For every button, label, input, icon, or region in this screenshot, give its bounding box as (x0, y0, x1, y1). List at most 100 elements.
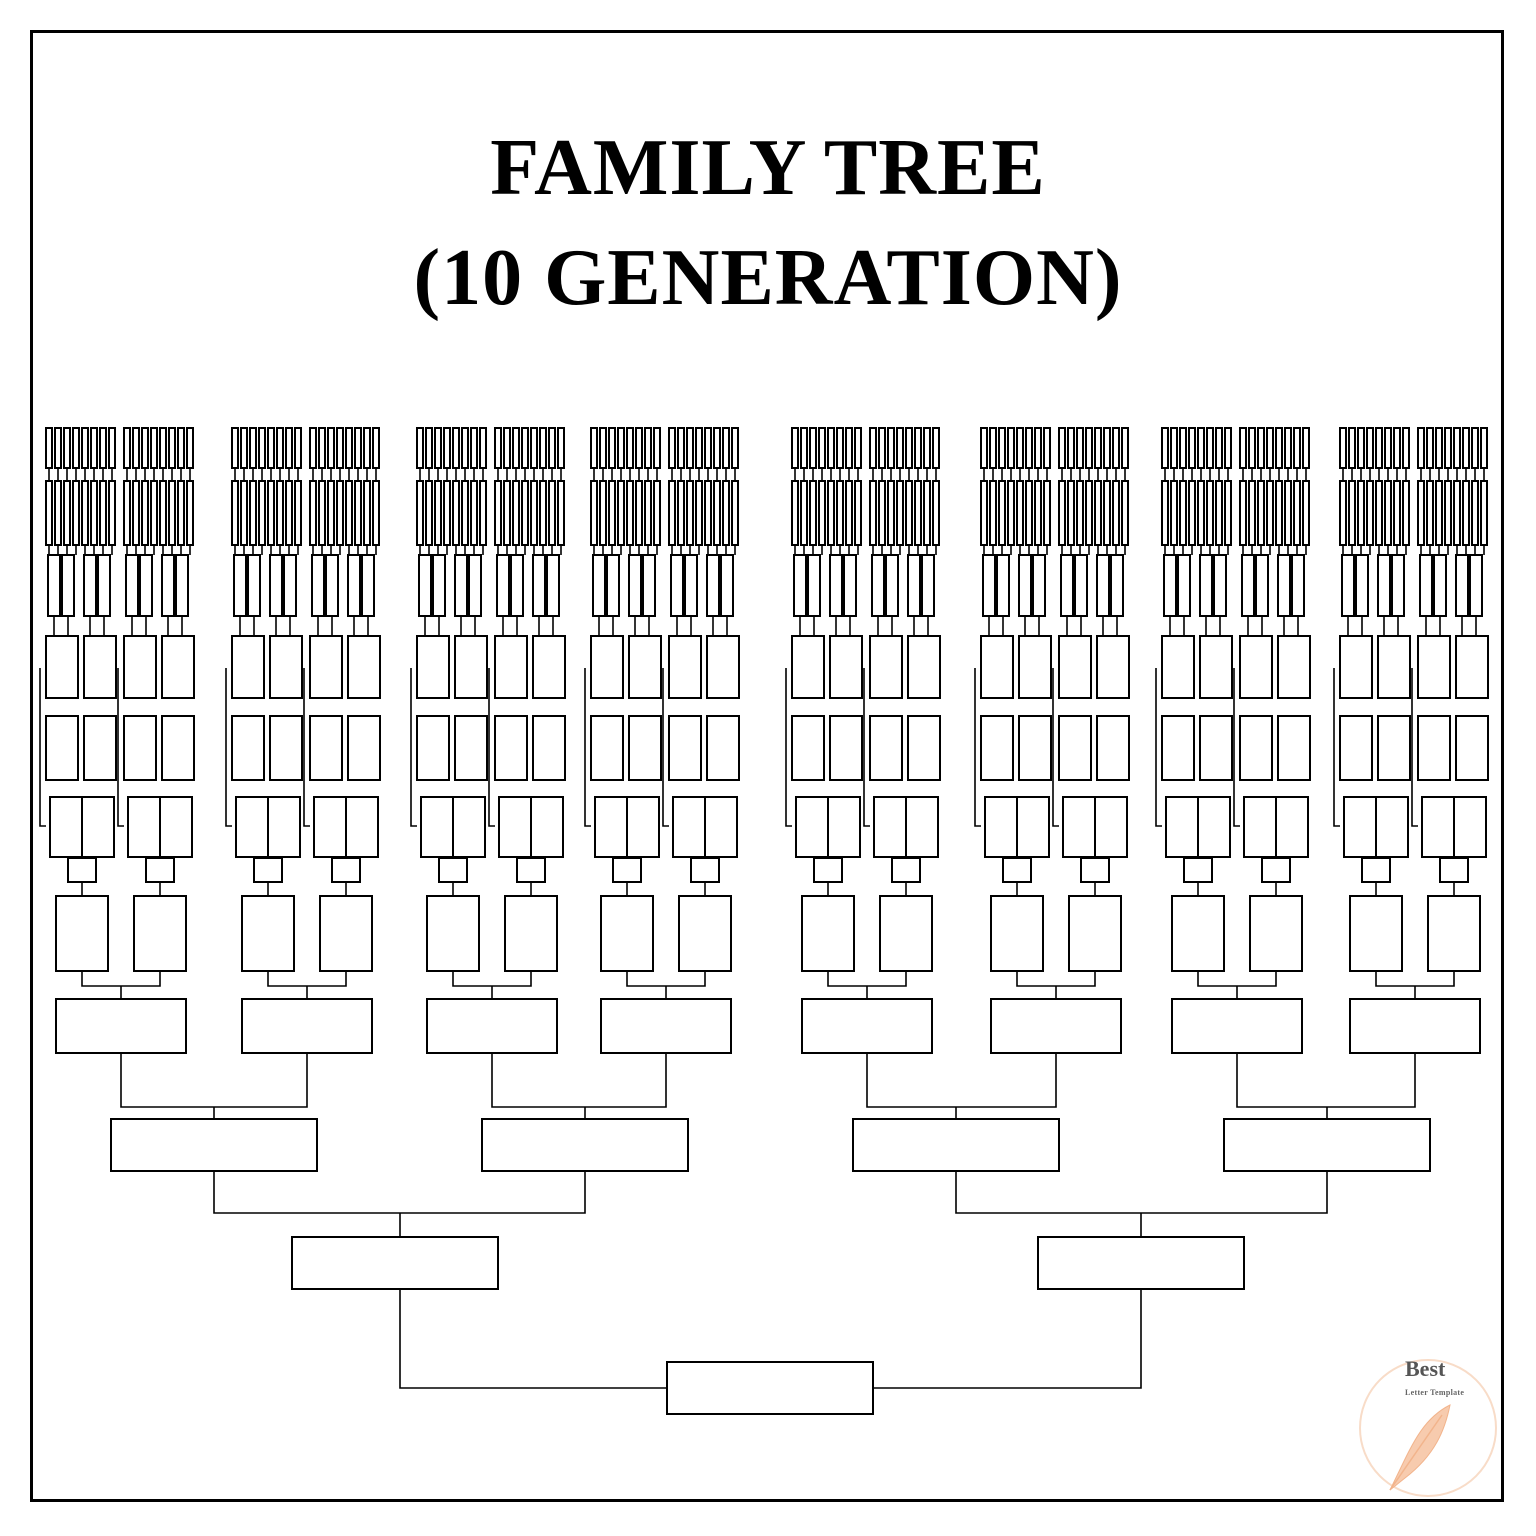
person-box-gen10-tip-102[interactable] (1206, 427, 1214, 469)
person-box-gen8-53[interactable] (1277, 715, 1311, 781)
person-box-gen10-51[interactable] (617, 480, 625, 546)
person-box-gen10-tip-119[interactable] (1393, 427, 1401, 469)
person-box-gen7-26[interactable] (1243, 796, 1277, 858)
person-box-gen10-tip-33[interactable] (416, 427, 424, 469)
person-box-gen8-24[interactable] (590, 715, 624, 781)
person-box-gen8-49[interactable] (1199, 715, 1233, 781)
person-box-gen8-42[interactable] (980, 635, 1014, 699)
person-box-gen10-66[interactable] (809, 480, 817, 546)
person-box-gen10-81[interactable] (989, 480, 997, 546)
person-box-gen10-23[interactable] (294, 480, 302, 546)
person-box-gen10-13[interactable] (168, 480, 176, 546)
person-box-gen10-tip-32[interactable] (372, 427, 380, 469)
person-box-gen8-15[interactable] (347, 635, 381, 699)
person-box-gen10-tip-80[interactable] (932, 427, 940, 469)
person-box-gen9-56[interactable] (1341, 554, 1355, 617)
person-box-gen10-tip-11[interactable] (141, 427, 149, 469)
person-box-gen10-tip-74[interactable] (878, 427, 886, 469)
person-box-gen9-48[interactable] (1163, 554, 1177, 617)
person-box-gen10-tip-72[interactable] (854, 427, 862, 469)
person-box-gen10-59[interactable] (695, 480, 703, 546)
person-box-gen9-19[interactable] (468, 554, 482, 617)
person-box-gen7-2[interactable] (127, 796, 161, 858)
person-box-gen10-30[interactable] (363, 480, 371, 546)
person-box-gen6-13[interactable] (1261, 857, 1291, 883)
person-box-gen9-15[interactable] (361, 554, 375, 617)
person-box-gen10-tip-81[interactable] (980, 427, 988, 469)
person-box-gen9-28[interactable] (670, 554, 684, 617)
person-box-gen8-1[interactable] (83, 715, 117, 781)
person-box-gen10-11[interactable] (150, 480, 158, 546)
person-box-gen10-6[interactable] (99, 480, 107, 546)
person-box-gen7-22[interactable] (1062, 796, 1096, 858)
person-box-gen7-1[interactable] (81, 796, 115, 858)
person-box-gen10-tip-51[interactable] (608, 427, 616, 469)
person-box-gen9-35[interactable] (843, 554, 857, 617)
person-box-gen10-tip-18[interactable] (240, 427, 248, 469)
person-box-gen9-45[interactable] (1074, 554, 1088, 617)
person-box-gen10-2[interactable] (63, 480, 71, 546)
person-box-gen10-tip-78[interactable] (914, 427, 922, 469)
person-box-gen10-36[interactable] (452, 480, 460, 546)
person-box-gen10-67[interactable] (818, 480, 826, 546)
person-box-gen10-tip-107[interactable] (1257, 427, 1265, 469)
person-box-gen10-29[interactable] (354, 480, 362, 546)
person-box-gen8-63[interactable] (1455, 635, 1489, 699)
person-box-gen10-tip-38[interactable] (461, 427, 469, 469)
person-box-gen10-tip-93[interactable] (1094, 427, 1102, 469)
person-box-gen6-10[interactable] (1002, 857, 1032, 883)
person-box-gen9-42[interactable] (1018, 554, 1032, 617)
person-box-gen8-28[interactable] (668, 715, 702, 781)
person-box-gen10-123[interactable] (1444, 480, 1452, 546)
person-box-gen9-36[interactable] (871, 554, 885, 617)
person-box-gen10-tip-117[interactable] (1375, 427, 1383, 469)
person-box-gen10-tip-118[interactable] (1384, 427, 1392, 469)
person-box-gen10-96[interactable] (1161, 480, 1169, 546)
person-box-gen10-tip-17[interactable] (231, 427, 239, 469)
person-box-gen10-49[interactable] (599, 480, 607, 546)
person-box-gen10-tip-44[interactable] (521, 427, 529, 469)
person-box-gen9-23[interactable] (546, 554, 560, 617)
person-box-gen8-10[interactable] (231, 635, 265, 699)
person-box-gen10-16[interactable] (231, 480, 239, 546)
person-box-gen6-4[interactable] (438, 857, 468, 883)
person-box-gen10-tip-104[interactable] (1224, 427, 1232, 469)
person-box-gen10-10[interactable] (141, 480, 149, 546)
person-box-gen9-25[interactable] (606, 554, 620, 617)
person-box-gen10-60[interactable] (704, 480, 712, 546)
person-box-gen10-86[interactable] (1034, 480, 1042, 546)
person-box-gen7-9[interactable] (452, 796, 486, 858)
person-box-gen5-4[interactable] (426, 895, 480, 972)
person-box-gen6-0[interactable] (67, 857, 97, 883)
person-box-gen10-tip-22[interactable] (276, 427, 284, 469)
person-box-gen10-120[interactable] (1417, 480, 1425, 546)
person-box-gen10-89[interactable] (1067, 480, 1075, 546)
person-box-gen8-0[interactable] (45, 715, 79, 781)
person-box-gen9-32[interactable] (793, 554, 807, 617)
person-box-gen10-27[interactable] (336, 480, 344, 546)
person-box-gen9-9[interactable] (247, 554, 261, 617)
person-box-gen10-tip-31[interactable] (363, 427, 371, 469)
person-box-gen5-10[interactable] (990, 895, 1044, 972)
person-box-gen10-tip-105[interactable] (1239, 427, 1247, 469)
person-box-gen10-tip-116[interactable] (1366, 427, 1374, 469)
person-box-gen10-47[interactable] (557, 480, 565, 546)
person-box-gen10-tip-106[interactable] (1248, 427, 1256, 469)
person-box-gen10-tip-64[interactable] (731, 427, 739, 469)
person-box-gen7-29[interactable] (1375, 796, 1409, 858)
person-box-gen5-8[interactable] (801, 895, 855, 972)
person-box-gen4-6[interactable] (1171, 998, 1303, 1054)
person-box-gen8-31[interactable] (706, 635, 740, 699)
person-box-gen9-13[interactable] (325, 554, 339, 617)
person-box-gen2-1[interactable] (1037, 1236, 1245, 1290)
person-box-gen9-30[interactable] (706, 554, 720, 617)
person-box-gen10-22[interactable] (285, 480, 293, 546)
person-box-gen8-22[interactable] (494, 635, 528, 699)
person-box-gen10-90[interactable] (1076, 480, 1084, 546)
person-box-gen10-100[interactable] (1197, 480, 1205, 546)
person-box-gen10-tip-65[interactable] (791, 427, 799, 469)
person-box-gen10-124[interactable] (1453, 480, 1461, 546)
person-box-gen10-57[interactable] (677, 480, 685, 546)
person-box-gen10-tip-112[interactable] (1302, 427, 1310, 469)
person-box-gen10-tip-36[interactable] (443, 427, 451, 469)
